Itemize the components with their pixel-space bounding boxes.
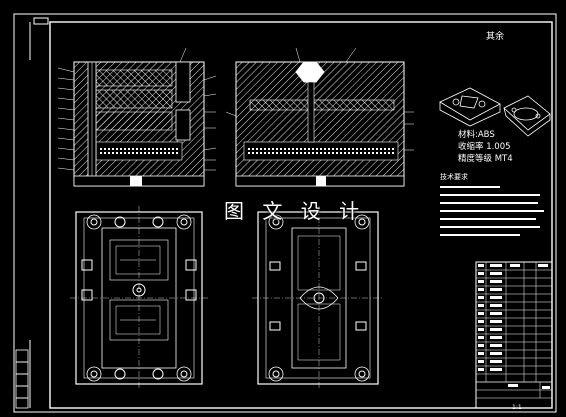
watermark-title: 图 文 设 计 <box>224 199 366 223</box>
plan-view-left <box>70 206 208 390</box>
left-margin-blocks <box>15 349 29 409</box>
section-view-left <box>57 47 217 187</box>
spec-material: 材料:ABS <box>458 130 495 140</box>
drawing-scale: 1:1 <box>512 404 522 411</box>
part-isometric-sketches <box>439 87 551 137</box>
drawing-frame <box>13 13 557 413</box>
section-view-right <box>225 47 414 187</box>
technical-notes-title: 技术要求 <box>440 173 468 181</box>
surface-roughness-note: 其余 <box>486 32 505 42</box>
bom-table-fill-marks <box>478 264 550 389</box>
technical-notes-lines <box>440 186 544 236</box>
spec-grade: 精度等级 MT4 <box>458 154 513 164</box>
bom-table <box>475 261 553 409</box>
spec-shrinkage: 收缩率 1.005 <box>458 142 511 152</box>
plan-view-right <box>252 206 384 390</box>
corner-tag <box>33 17 49 25</box>
